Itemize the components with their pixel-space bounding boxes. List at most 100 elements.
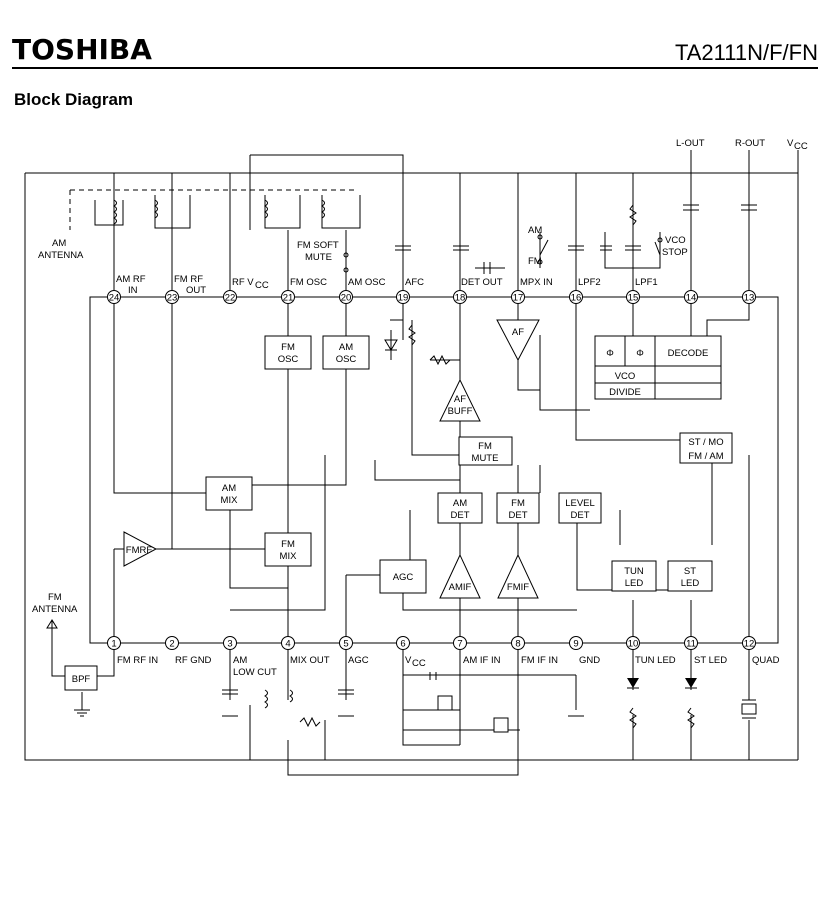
pin-14: 14 (684, 290, 698, 304)
resistor-icon (299, 204, 695, 729)
svg-text:5: 5 (343, 639, 348, 650)
svg-text:FMIF: FMIF (507, 582, 529, 593)
svg-text:9: 9 (573, 639, 578, 650)
agc-block: AGC (379, 559, 427, 594)
svg-text:FM: FM (528, 256, 542, 267)
pin-9: 9 (569, 636, 583, 650)
fmif-amp: FMIF (497, 553, 539, 599)
top-wiring (24, 150, 799, 761)
diode-icon (384, 330, 398, 360)
svg-text:FM SOFT: FM SOFT (297, 240, 339, 251)
svg-text:24: 24 (109, 293, 120, 304)
brand-logo: TOSHIBA (12, 33, 152, 66)
bpf-block: BPF (64, 665, 98, 691)
svg-text:V: V (787, 138, 794, 149)
section-title: Block Diagram (14, 90, 134, 109)
header-rule (12, 67, 818, 69)
svg-text:CC: CC (412, 658, 426, 669)
svg-text:R-OUT: R-OUT (735, 138, 765, 149)
svg-text:DECODE: DECODE (668, 348, 709, 359)
svg-text:4: 4 (285, 639, 290, 650)
svg-text:ST: ST (684, 566, 696, 577)
pin-13: 13 (742, 290, 756, 304)
svg-text:AM RF: AM RF (116, 274, 146, 285)
svg-text:BPF: BPF (72, 674, 91, 685)
svg-text:23: 23 (167, 293, 178, 304)
af-amp: AF (496, 319, 540, 362)
svg-text:CC: CC (794, 141, 808, 152)
st-mo-block: ST / MO FM / AM (679, 432, 733, 464)
svg-text:AM OSC: AM OSC (348, 277, 386, 288)
svg-text:ANTENNA: ANTENNA (38, 250, 84, 261)
pin-12: 12 (742, 636, 756, 650)
pin-8: 8 (511, 636, 525, 650)
svg-text:IN: IN (128, 285, 138, 296)
svg-text:STOP: STOP (662, 247, 688, 258)
svg-text:15: 15 (628, 293, 639, 304)
svg-text:FMRF: FMRF (126, 545, 153, 556)
pin-3: 3 (223, 636, 237, 650)
svg-text:11: 11 (686, 639, 696, 650)
svg-text:ST / MO: ST / MO (688, 437, 723, 448)
svg-text:DET OUT: DET OUT (461, 277, 503, 288)
top-pins: 24 23 22 21 20 19 18 17 16 15 14 13 (107, 290, 756, 304)
svg-text:MUTE: MUTE (305, 252, 332, 263)
svg-text:AM: AM (453, 498, 467, 509)
svg-text:TUN LED: TUN LED (635, 655, 676, 666)
pin-1: 1 (107, 636, 121, 650)
svg-text:21: 21 (283, 293, 294, 304)
svg-text:LED: LED (625, 578, 644, 589)
svg-text:17: 17 (513, 293, 524, 304)
pin-7: 7 (453, 636, 467, 650)
pin-2: 2 (165, 636, 179, 650)
svg-text:OUT: OUT (186, 285, 206, 296)
part-number: TA2111N/F/FN (674, 40, 818, 65)
svg-text:FM IF IN: FM IF IN (521, 655, 558, 666)
svg-text:FM: FM (48, 592, 62, 603)
svg-text:V: V (405, 655, 412, 666)
inductor-icon (113, 199, 325, 709)
svg-text:13: 13 (744, 293, 755, 304)
svg-text:19: 19 (398, 293, 409, 304)
svg-text:LEVEL: LEVEL (565, 498, 595, 509)
svg-text:AM: AM (528, 225, 542, 236)
svg-text:MIX OUT: MIX OUT (290, 655, 330, 666)
pin-6: 6 (396, 636, 410, 650)
svg-text:FM / AM: FM / AM (688, 451, 723, 462)
svg-text:16: 16 (571, 293, 582, 304)
svg-text:3: 3 (227, 639, 232, 650)
svg-text:FM: FM (511, 498, 525, 509)
svg-text:AGC: AGC (393, 572, 414, 583)
svg-text:10: 10 (628, 639, 639, 650)
svg-text:QUAD: QUAD (752, 655, 780, 666)
switch-icon (343, 234, 663, 273)
svg-text:FM: FM (478, 441, 492, 452)
svg-text:DET: DET (451, 510, 470, 521)
ground-icon (74, 709, 584, 717)
svg-text:14: 14 (686, 293, 697, 304)
svg-text:GND: GND (579, 655, 600, 666)
svg-text:VCO: VCO (665, 235, 686, 246)
svg-text:RF V: RF V (232, 277, 254, 288)
pin-19: 19 (396, 290, 410, 304)
svg-text:2: 2 (169, 639, 174, 650)
svg-text:MPX IN: MPX IN (520, 277, 553, 288)
pin-4: 4 (281, 636, 295, 650)
svg-text:DET: DET (509, 510, 528, 521)
svg-text:20: 20 (341, 293, 352, 304)
svg-text:7: 7 (457, 639, 462, 650)
svg-text:AM: AM (233, 655, 247, 666)
pin-18: 18 (453, 290, 467, 304)
svg-text:ST LED: ST LED (694, 655, 727, 666)
svg-text:8: 8 (515, 639, 520, 650)
pin-23: 23 (165, 290, 179, 304)
